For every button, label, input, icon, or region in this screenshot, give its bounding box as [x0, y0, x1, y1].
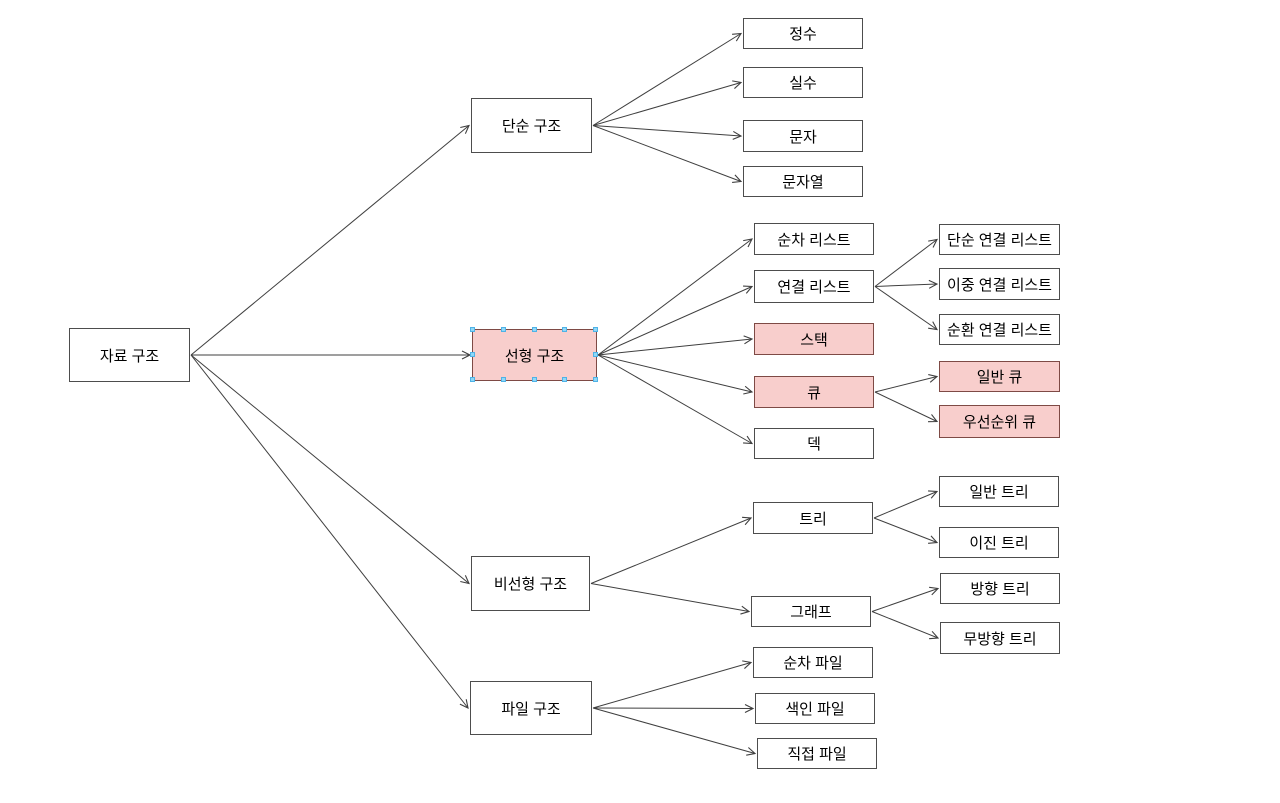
- edge-linear-to-seq-list[interactable]: [597, 238, 753, 356]
- selection-handle[interactable]: [562, 327, 568, 332]
- edge-nonlinear-to-tree[interactable]: [590, 516, 753, 584]
- edge-tree-to-gen-tree[interactable]: [873, 490, 939, 519]
- node-label: 트리: [799, 510, 827, 528]
- node-queue[interactable]: 큐: [754, 376, 874, 408]
- node-label: 직접 파일: [787, 746, 847, 763]
- node-deque[interactable]: 덱: [754, 428, 874, 459]
- node-label: 정수: [789, 26, 817, 43]
- node-gen-tree[interactable]: 일반 트리: [939, 476, 1059, 507]
- node-label: 일반 큐: [976, 369, 1023, 386]
- selection-handle[interactable]: [500, 327, 506, 332]
- node-seq-file[interactable]: 순차 파일: [753, 647, 873, 678]
- node-pri-queue[interactable]: 우선순위 큐: [939, 405, 1060, 438]
- node-bin-tree[interactable]: 이진 트리: [939, 527, 1059, 558]
- node-label: 방향 트리: [970, 581, 1030, 598]
- edge-linked-list-to-singly-ll[interactable]: [874, 238, 938, 287]
- edge-root-to-simple[interactable]: [190, 124, 470, 356]
- edge-nonlinear-to-graph[interactable]: [590, 583, 751, 615]
- edge-linear-to-queue[interactable]: [597, 354, 754, 395]
- node-file[interactable]: 파일 구조: [470, 681, 592, 735]
- node-direct-file[interactable]: 직접 파일: [757, 738, 877, 769]
- selection-handle[interactable]: [593, 352, 598, 357]
- edge-file-to-index-file[interactable]: [592, 703, 755, 713]
- selection-handle[interactable]: [470, 327, 475, 332]
- node-label: 이진 트리: [969, 535, 1029, 552]
- node-linked-list[interactable]: 연결 리스트: [754, 270, 874, 303]
- edge-queue-to-gen-queue[interactable]: [874, 374, 939, 393]
- node-label: 일반 트리: [969, 484, 1029, 501]
- node-linear[interactable]: 선형 구조: [470, 327, 598, 382]
- node-label: 이중 연결 리스트: [947, 276, 1052, 294]
- node-seq-list[interactable]: 순차 리스트: [754, 223, 874, 255]
- node-label: 실수: [789, 75, 817, 92]
- node-label: 문자: [789, 128, 817, 146]
- node-singly-ll[interactable]: 단순 연결 리스트: [939, 224, 1060, 255]
- node-nonlinear[interactable]: 비선형 구조: [471, 556, 590, 611]
- edge-linear-to-stack[interactable]: [597, 335, 754, 356]
- edge-linear-to-linked-list[interactable]: [597, 285, 754, 356]
- edge-graph-to-dir-tree[interactable]: [871, 586, 940, 612]
- selection-handle[interactable]: [593, 327, 598, 332]
- node-doubly-ll[interactable]: 이중 연결 리스트: [939, 268, 1060, 300]
- node-label: 우선순위 큐: [962, 414, 1037, 431]
- selection-handle[interactable]: [562, 377, 568, 382]
- node-circular-ll[interactable]: 순환 연결 리스트: [939, 314, 1060, 345]
- edge-tree-to-bin-tree[interactable]: [873, 517, 939, 544]
- edge-queue-to-pri-queue[interactable]: [874, 391, 939, 423]
- node-label: 덱: [807, 436, 821, 453]
- node-real[interactable]: 실수: [743, 67, 863, 98]
- selection-handle[interactable]: [531, 377, 537, 382]
- node-simple[interactable]: 단순 구조: [471, 98, 592, 153]
- node-tree[interactable]: 트리: [753, 502, 873, 534]
- node-label: 연결 리스트: [777, 279, 851, 296]
- node-dir-tree[interactable]: 방향 트리: [940, 573, 1060, 604]
- node-label: 비선형 구조: [493, 576, 568, 593]
- edge-simple-to-int[interactable]: [592, 32, 743, 126]
- node-label: 순차 파일: [783, 655, 843, 672]
- node-int[interactable]: 정수: [743, 18, 863, 49]
- edge-root-to-nonlinear[interactable]: [190, 354, 470, 585]
- node-undir-tree[interactable]: 무방향 트리: [940, 622, 1060, 654]
- node-label: 순차 리스트: [777, 231, 851, 249]
- edge-file-to-seq-file[interactable]: [592, 660, 753, 709]
- selection-handle[interactable]: [470, 352, 475, 357]
- node-stack[interactable]: 스택: [754, 323, 874, 355]
- edge-linked-list-to-circular-ll[interactable]: [874, 286, 939, 331]
- edge-linked-list-to-doubly-ll[interactable]: [874, 279, 939, 289]
- node-graph[interactable]: 그래프: [751, 596, 871, 627]
- node-label: 파일 구조: [501, 700, 561, 718]
- node-label: 스택: [800, 331, 828, 349]
- node-label: 단순 구조: [501, 118, 562, 135]
- selection-handle[interactable]: [500, 377, 506, 382]
- node-label: 문자열: [782, 174, 824, 191]
- node-label: 선형 구조: [504, 347, 565, 365]
- node-gen-queue[interactable]: 일반 큐: [939, 361, 1060, 392]
- node-label: 큐: [807, 384, 821, 402]
- node-label: 단순 연결 리스트: [947, 232, 1052, 249]
- selection-handle[interactable]: [531, 327, 537, 332]
- node-label: 순환 연결 리스트: [947, 322, 1052, 339]
- edge-simple-to-string[interactable]: [592, 125, 743, 183]
- node-label: 무방향 트리: [963, 630, 1037, 648]
- edge-root-to-file[interactable]: [190, 354, 469, 709]
- node-char[interactable]: 문자: [743, 120, 863, 152]
- node-string[interactable]: 문자열: [743, 166, 863, 197]
- node-label: 색인 파일: [785, 701, 845, 718]
- node-index-file[interactable]: 색인 파일: [755, 693, 875, 724]
- edge-file-to-direct-file[interactable]: [592, 707, 757, 756]
- node-root[interactable]: 자료 구조: [69, 328, 190, 382]
- selection-handle[interactable]: [470, 377, 475, 382]
- edge-graph-to-undir-tree[interactable]: [871, 611, 940, 640]
- node-label: 자료 구조: [99, 347, 160, 365]
- edge-simple-to-char[interactable]: [592, 125, 743, 140]
- selection-handle[interactable]: [593, 377, 598, 382]
- edge-linear-to-deque[interactable]: [597, 354, 754, 445]
- node-label: 그래프: [790, 604, 832, 621]
- edge-simple-to-real[interactable]: [592, 80, 743, 126]
